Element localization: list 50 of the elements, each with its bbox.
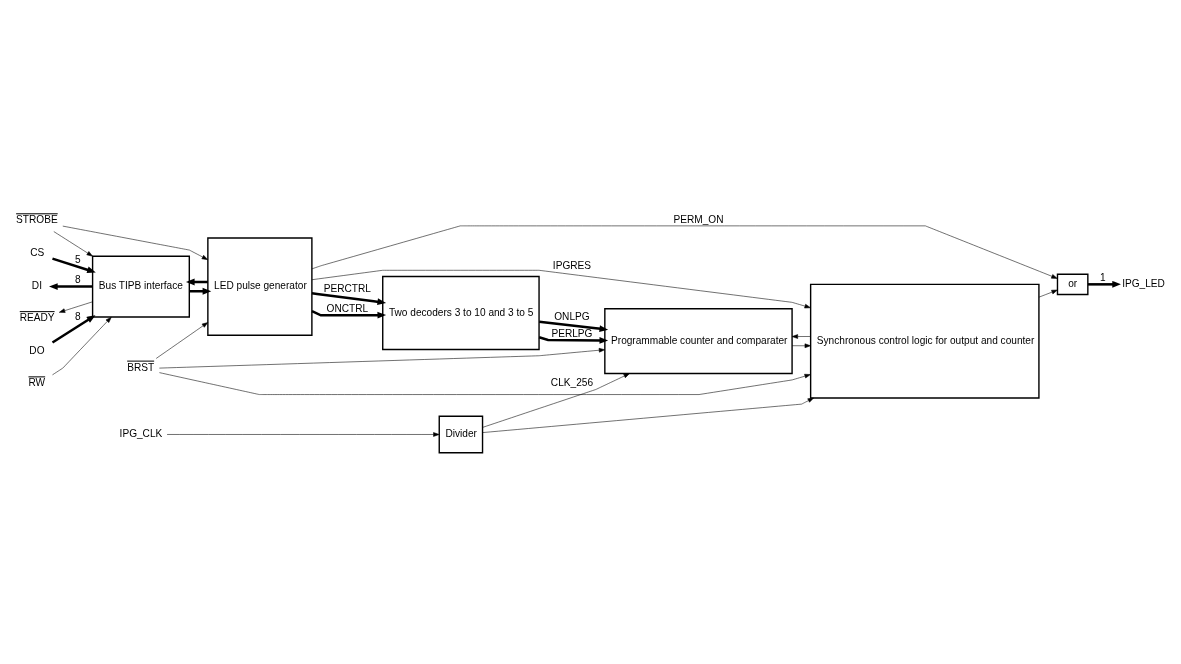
arrow	[52, 257, 96, 274]
arrow	[155, 322, 209, 359]
edge-label: 1	[1099, 272, 1106, 284]
edge-label: CLK_256	[550, 377, 594, 389]
arrow	[62, 225, 208, 260]
node-text: RW	[28, 377, 46, 389]
arrow	[482, 397, 814, 433]
arrow	[311, 292, 387, 306]
arrow	[159, 372, 811, 395]
node-text: STROBE	[16, 214, 58, 226]
edge-label: ONCTRL	[326, 303, 369, 315]
node-text: IPG_LED	[1122, 277, 1165, 289]
edge-label: IPGRES	[552, 259, 592, 271]
arrow	[52, 316, 112, 376]
edge-label: 8	[74, 311, 81, 322]
node-box: Two decoders 3 to 10 and 3 to 5	[382, 275, 540, 351]
arrow	[482, 373, 630, 428]
node-box: Synchronous control logic for output and counter	[809, 283, 1040, 399]
arrow	[166, 432, 440, 437]
edge-label: PERCTRL	[323, 282, 371, 294]
arrow	[539, 320, 609, 333]
arrow	[1088, 280, 1121, 288]
node-text: CS	[30, 247, 45, 259]
edge-label: PERLPG	[551, 327, 593, 339]
arrow	[159, 348, 606, 369]
arrow	[791, 343, 811, 348]
node-text: BRST	[127, 361, 155, 373]
arrow	[311, 309, 387, 319]
node-text: DO	[29, 345, 45, 357]
node-box: or	[1056, 273, 1089, 296]
arrow	[791, 334, 811, 339]
arrow	[538, 336, 609, 344]
node-box: LED pulse generator	[207, 237, 313, 336]
node-box: Divider	[438, 415, 484, 454]
arrow	[311, 270, 811, 309]
arrow	[311, 225, 1058, 279]
edge-label: 8	[74, 274, 81, 286]
node-text: DI	[31, 280, 42, 292]
edge-label: 5	[74, 253, 81, 265]
edge-label: PERM_ON	[673, 213, 724, 225]
node-text: READY	[19, 312, 55, 324]
arrow	[49, 283, 93, 290]
node-text: IPG_CLK	[119, 427, 163, 439]
arrow	[53, 231, 93, 257]
arrow	[59, 301, 93, 313]
arrow	[51, 315, 96, 344]
node-box: Programmable counter and comparater	[604, 308, 793, 375]
arrow	[1038, 289, 1058, 298]
edge-label: ONLPG	[554, 311, 590, 322]
node-box: Bus TIPB interface	[91, 255, 190, 318]
